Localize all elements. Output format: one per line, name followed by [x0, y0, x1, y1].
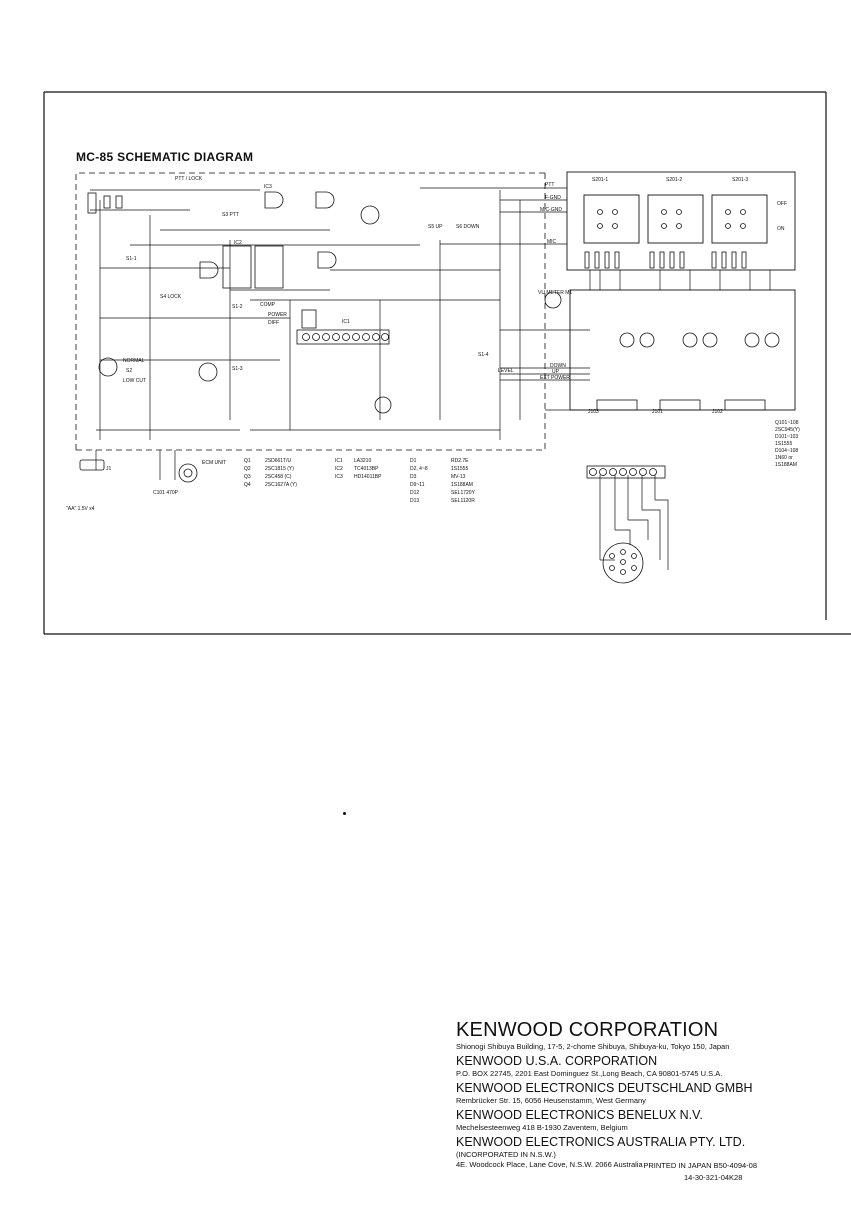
svg-text:2SC945(Y): 2SC945(Y) — [775, 427, 800, 433]
svg-text:D1: D1 — [410, 458, 417, 464]
label-ecm-unit: ECM UNIT — [202, 460, 226, 466]
svg-text:SEL1120R: SEL1120R — [451, 498, 475, 504]
branch-usa-address: P.O. BOX 22745, 2201 East Dominguez St.,… — [456, 1069, 723, 1078]
svg-text:D2, 4~8: D2, 4~8 — [410, 466, 428, 472]
svg-text:D104~108: D104~108 — [775, 448, 798, 454]
label-down: DOWN — [550, 363, 566, 369]
label-comp: COMP — [260, 302, 276, 308]
label-up: UP — [552, 369, 560, 375]
label-ptt: PTT — [545, 182, 554, 188]
svg-text:Q4: Q4 — [244, 482, 251, 488]
label-j102: J102 — [712, 409, 723, 415]
svg-text:2SC458 (C): 2SC458 (C) — [265, 474, 292, 480]
label-battery: "AA" 1.5V x4 — [66, 506, 95, 512]
print-info: PRINTED IN JAPAN B50-4094-08 14-30-321-0… — [614, 1160, 757, 1184]
branch-benelux-name: KENWOOD ELECTRONICS BENELUX N.V. — [456, 1108, 703, 1122]
svg-text:1S1555: 1S1555 — [775, 441, 792, 447]
s201-3-label: S201-3 — [732, 177, 748, 183]
branch-australia-name: KENWOOD ELECTRONICS AUSTRALIA PTY. LTD. — [456, 1135, 746, 1149]
switch-off-label: OFF — [777, 201, 787, 207]
main-board-enclosure — [75, 172, 548, 451]
svg-text:MV-13: MV-13 — [451, 474, 466, 480]
svg-text:Q3: Q3 — [244, 474, 251, 480]
label-diff: DIFF — [268, 320, 279, 326]
label-j101: J101 — [652, 409, 663, 415]
svg-text:LA3210: LA3210 — [354, 458, 371, 464]
svg-text:D12: D12 — [410, 490, 419, 496]
branch-australia-address: 4E. Woodcock Place, Lane Cove, N.S.W. 20… — [456, 1160, 643, 1169]
printed-in-japan: PRINTED IN JAPAN B50-4094-08 — [643, 1161, 757, 1170]
parts-list-transistors: Q1 2SD661T/U Q2 2SC1815 (Y) Q3 2SC458 (C… — [244, 458, 297, 488]
svg-text:RD2.7E: RD2.7E — [451, 458, 469, 464]
parts-list-ics: IC1 LA3210 IC2 TC4013BP IC3 HD14011BP — [335, 458, 382, 480]
svg-text:1S188AM: 1S188AM — [775, 462, 797, 468]
label-mic-gnd: MIC-GND — [540, 207, 562, 213]
branch-australia-incorporated: (INCORPORATED IN N.S.W.) — [456, 1150, 556, 1159]
label-ic2: IC2 — [234, 240, 242, 246]
parts-list-diodes: D1 RD2.7E D2, 4~8 1S1555 D3 MV-13 D9~11 … — [410, 458, 476, 504]
branch-usa-name: KENWOOD U.S.A. CORPORATION — [456, 1054, 658, 1068]
s201-2-label: S201-2 — [666, 177, 682, 183]
sheet-border — [43, 91, 851, 635]
label-ext-power: EXT POWER — [540, 375, 570, 381]
svg-text:1N60 or: 1N60 or — [775, 455, 793, 461]
svg-text:IC3: IC3 — [335, 474, 343, 480]
components — [79, 191, 780, 584]
label-j103: J103 — [588, 409, 599, 415]
svg-text:1S188AM: 1S188AM — [451, 482, 473, 488]
svg-text:Q2: Q2 — [244, 466, 251, 472]
company-name: KENWOOD CORPORATION — [456, 1019, 719, 1041]
branch-germany-name: KENWOOD ELECTRONICS DEUTSCHLAND GMBH — [456, 1081, 753, 1095]
svg-text:D3: D3 — [410, 474, 417, 480]
label-s5-up: S5 UP — [428, 224, 443, 230]
label-s3-ptt: S3 PTT — [222, 212, 239, 218]
label-low-cut: LOW CUT — [123, 378, 146, 384]
label-s2: S2 — [126, 368, 132, 374]
label-ic3: IC3 — [264, 184, 272, 190]
svg-text:1S1555: 1S1555 — [451, 466, 468, 472]
label-j1: J1 — [106, 466, 112, 472]
label-f-gnd: F-GND — [545, 195, 561, 201]
company-address-block: KENWOOD CORPORATION Shionogi Shibuya Bui… — [456, 1018, 846, 1170]
svg-text:2SC1815 (Y): 2SC1815 (Y) — [265, 466, 294, 472]
label-c101: C101 470P — [153, 490, 179, 496]
parts-list-right: Q101~108 2SC945(Y) D101~103 1S1555 D104~… — [775, 420, 800, 468]
switch-on-label: ON — [777, 226, 785, 232]
svg-text:TC4013BP: TC4013BP — [354, 466, 379, 472]
label-s1-3: S1-3 — [232, 366, 243, 372]
company-address: Shionogi Shibuya Building, 17-5, 2-chome… — [456, 1042, 730, 1051]
label-normal: NORMAL — [123, 358, 145, 364]
svg-text:D9~11: D9~11 — [410, 482, 425, 488]
svg-text:IC2: IC2 — [335, 466, 343, 472]
switch-box-s201 — [566, 171, 796, 411]
branch-germany-address: Rembrücker Str. 15, 6056 Heusenstamm, We… — [456, 1096, 646, 1105]
branch-benelux-address: Mechelsesteenweg 418 B-1930 Zaventem, Be… — [456, 1123, 628, 1132]
svg-text:2SD661T/U: 2SD661T/U — [265, 458, 292, 464]
label-s1-4: S1-4 — [478, 352, 489, 358]
label-s1-2: S1-2 — [232, 304, 243, 310]
label-ic1: IC1 — [342, 319, 350, 325]
label-level: LEVEL — [498, 368, 514, 374]
wiring — [90, 187, 771, 570]
svg-text:D13: D13 — [410, 498, 419, 504]
svg-text:HD14011BP: HD14011BP — [354, 474, 382, 480]
part-code: 14-30-321-04K28 — [684, 1173, 743, 1182]
diagram-title: MC-85 SCHEMATIC DIAGRAM — [76, 150, 254, 164]
svg-text:IC1: IC1 — [335, 458, 343, 464]
label-ptt-lock: PTT / LOCK — [175, 176, 203, 182]
stray-dot — [343, 812, 346, 815]
svg-text:D101~103: D101~103 — [775, 434, 798, 440]
svg-text:Q1: Q1 — [244, 458, 251, 464]
label-power: POWER — [268, 312, 287, 318]
svg-text:2SC1627A (Y): 2SC1627A (Y) — [265, 482, 297, 488]
s201-1-label: S201-1 — [592, 177, 608, 183]
label-mic: MIC — [547, 239, 557, 245]
label-s1-1: S1-1 — [126, 256, 137, 262]
label-s6-down: S6 DOWN — [456, 224, 480, 230]
svg-text:SEL1720Y: SEL1720Y — [451, 490, 476, 496]
label-s4-lock: S4 LOCK — [160, 294, 182, 300]
svg-text:Q101~108: Q101~108 — [775, 420, 799, 426]
label-vu-meter: VU METER M1 — [538, 290, 572, 296]
